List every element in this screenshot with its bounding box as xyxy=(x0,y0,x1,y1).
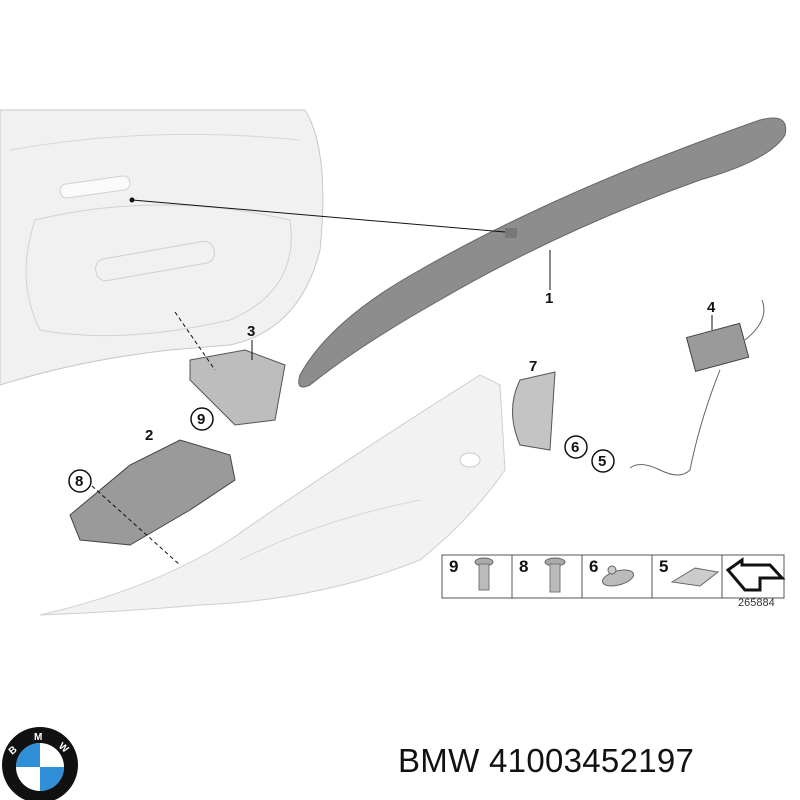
release-handle-part xyxy=(512,371,556,451)
callout-7: 7 xyxy=(529,358,537,375)
screw-countersunk-icon xyxy=(474,557,494,591)
leader-lines xyxy=(91,199,713,566)
legend-number-8: 8 xyxy=(519,557,528,576)
tailgate-panel xyxy=(0,109,324,386)
bmw-logo-icon: B M W xyxy=(2,727,78,800)
callout-9: 9 xyxy=(197,411,205,428)
clip-nut-icon xyxy=(670,567,720,587)
callout-1: 1 xyxy=(545,290,553,307)
striker-bracket-part xyxy=(189,349,286,426)
parts-legend: 9 8 6 5 xyxy=(441,554,786,599)
legend-number-6: 6 xyxy=(589,557,598,576)
lock-part xyxy=(69,439,236,546)
tailgate-handle-part xyxy=(298,117,787,388)
callout-8: 8 xyxy=(75,473,83,490)
part-number: BMW 41003452197 xyxy=(398,742,695,779)
callout-3: 3 xyxy=(247,323,255,340)
legend-number-5: 5 xyxy=(659,557,668,576)
svg-text:M: M xyxy=(34,732,42,743)
callout-5: 5 xyxy=(598,453,606,470)
body-frame xyxy=(39,374,506,616)
callout-4: 4 xyxy=(707,299,716,316)
actuator-part xyxy=(685,322,750,372)
callout-6: 6 xyxy=(571,439,579,456)
legend-number-9: 9 xyxy=(449,557,458,576)
diagram-id: 265884 xyxy=(738,597,775,609)
grommet-nut-icon xyxy=(601,565,635,587)
arrow-icon xyxy=(725,557,786,592)
screw-washer-icon xyxy=(544,557,566,593)
callout-2: 2 xyxy=(145,427,153,444)
